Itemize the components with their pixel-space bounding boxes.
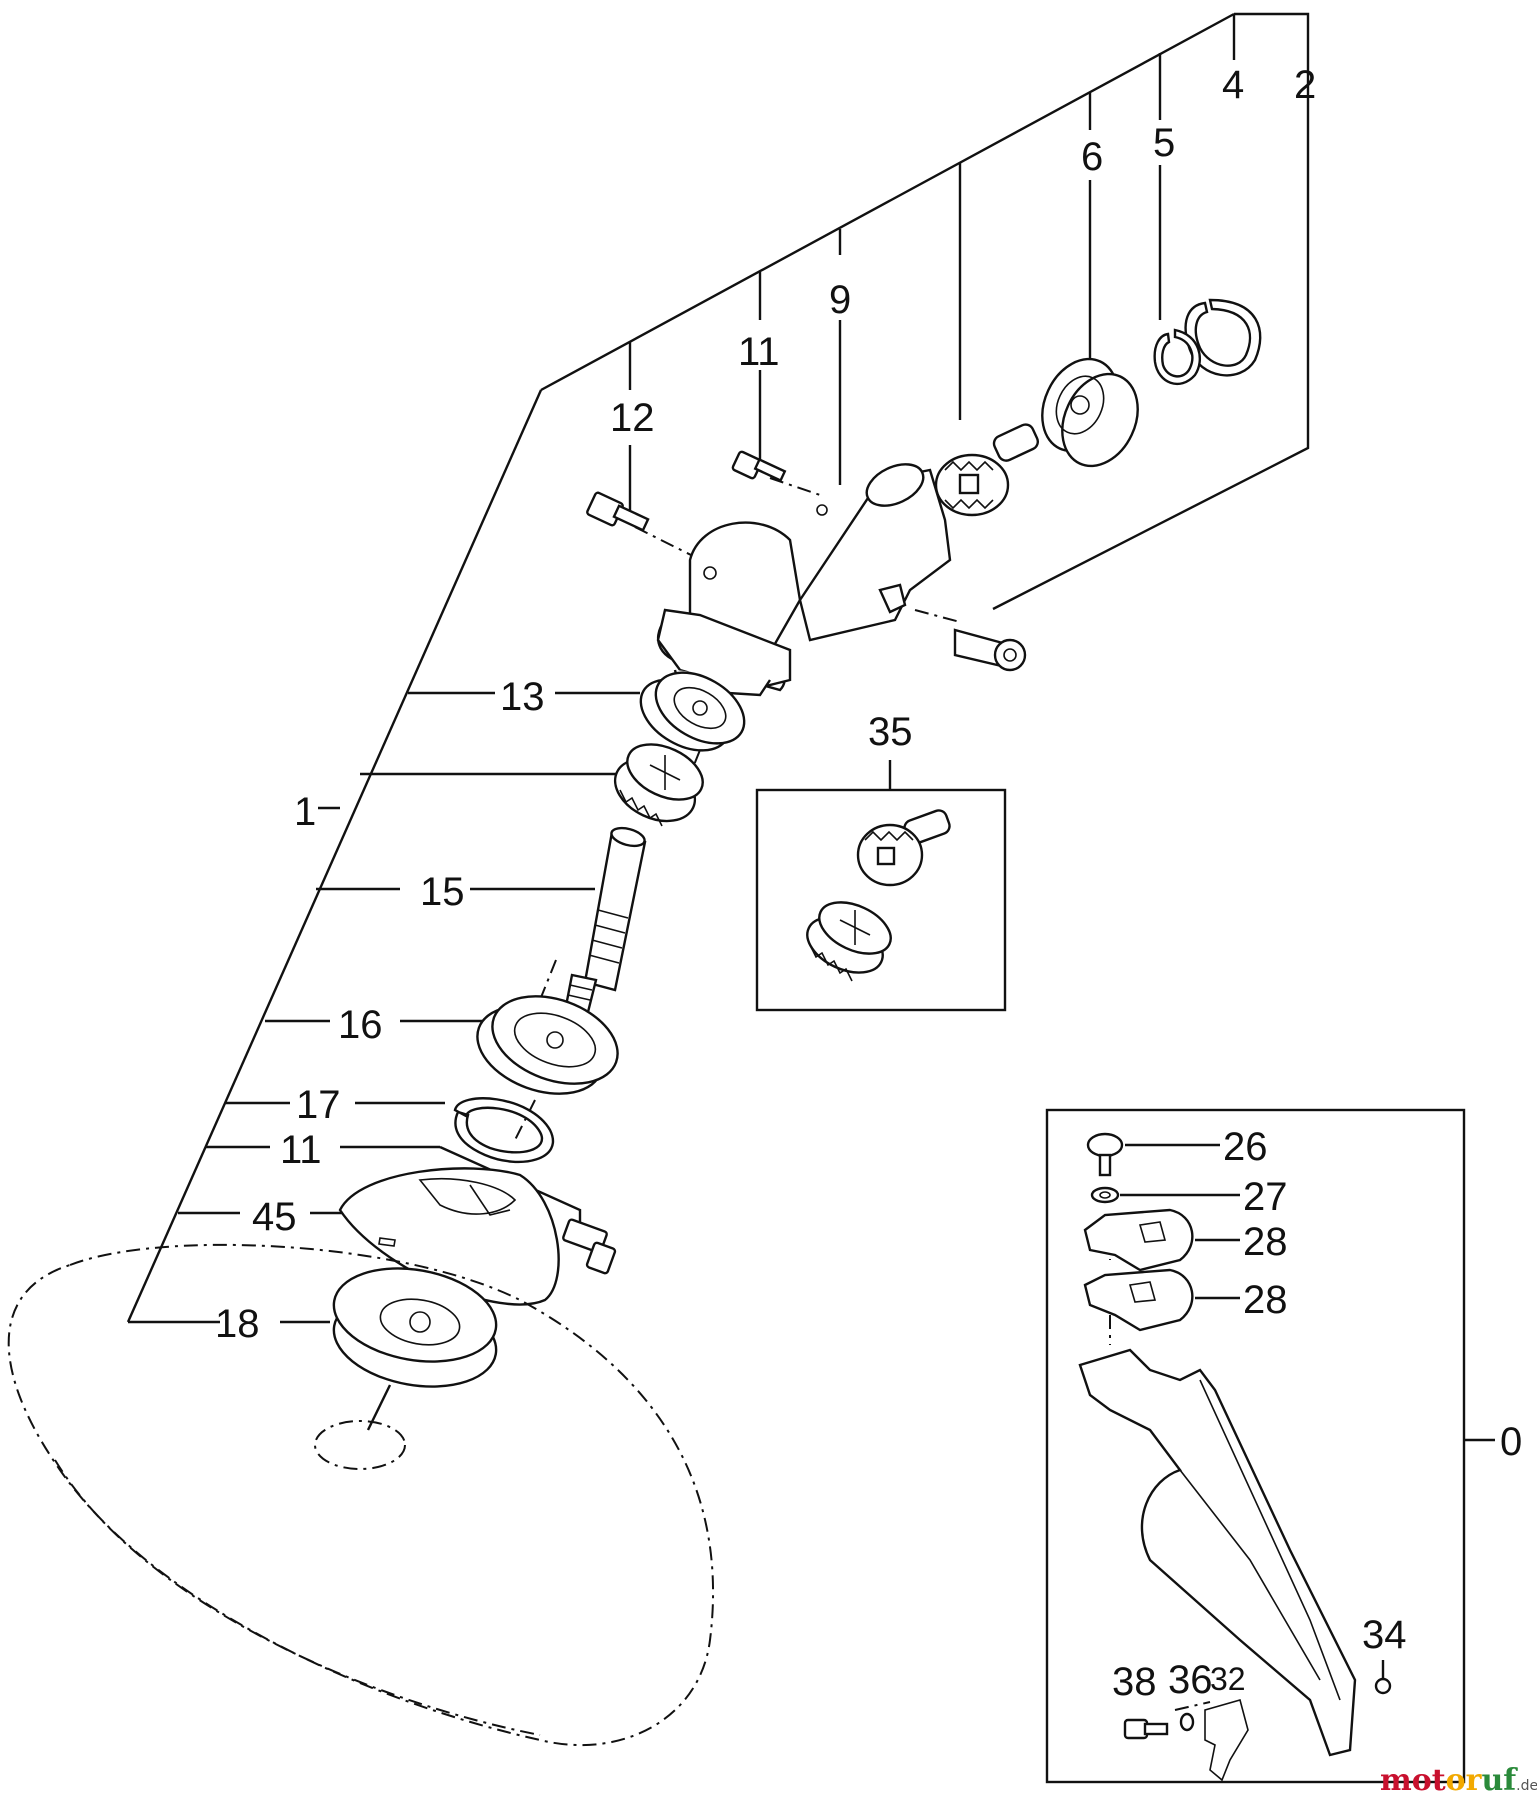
callout-11-top: 11: [738, 330, 780, 374]
bolt-part-11-bottom: [562, 1218, 617, 1275]
callout-15: 15: [420, 870, 465, 914]
callout-2: 2: [1294, 63, 1316, 107]
bolt-part-11-top: [731, 450, 787, 483]
leader-framework: [126, 12, 1310, 1324]
gear-kit-box-35: [755, 760, 1007, 1012]
callout-45: 45: [252, 1195, 297, 1239]
callout-5: 5: [1153, 121, 1175, 165]
callout-13: 13: [500, 675, 545, 719]
bearing-part-16: [476, 995, 619, 1095]
guard-kit-box-0: [1045, 1108, 1495, 1784]
bevel-gear: [613, 743, 704, 827]
svg-text:motoruf.de: motoruf.de: [1380, 1763, 1537, 1798]
callout-4: 4: [1222, 63, 1244, 107]
callout-17: 17: [296, 1083, 341, 1127]
callout-11-bottom: 11: [280, 1128, 322, 1172]
clamp-bolt-part-2: [953, 628, 1027, 672]
callout-16: 16: [338, 1003, 383, 1047]
holder-part-18: [314, 1267, 498, 1470]
pinion-gear: [934, 423, 1040, 517]
callout-18: 18: [215, 1302, 260, 1346]
callout-0: 0: [1500, 1420, 1522, 1464]
shaft-part-15: [564, 826, 647, 1014]
circlip-part-4: [1184, 298, 1262, 377]
bearing-part-13: [639, 671, 746, 752]
watermark-logo: motoruf.de: [1380, 1763, 1537, 1798]
callout-32: 32: [1210, 1661, 1246, 1697]
callout-27: 27: [1243, 1175, 1288, 1219]
callout-34: 34: [1362, 1613, 1407, 1657]
callout-36: 36: [1168, 1658, 1213, 1702]
callout-labels: 2 4 5 6 9 11 12 13 1 15 16 17 11 45 18 3…: [215, 63, 1522, 1704]
callout-28-b: 28: [1243, 1278, 1288, 1322]
callout-12: 12: [610, 396, 655, 440]
callout-6: 6: [1081, 135, 1103, 179]
snap-ring-part-17: [453, 1097, 554, 1163]
callout-28-a: 28: [1243, 1220, 1288, 1264]
circlip-part-5: [1153, 328, 1202, 386]
cutting-disc-outline: [7, 1243, 715, 1747]
cover-plate-part-45: [338, 1167, 560, 1306]
callout-9: 9: [829, 278, 851, 322]
callout-26: 26: [1223, 1125, 1268, 1169]
gear-housing: [656, 463, 952, 697]
callout-1: 1: [294, 790, 316, 834]
bearing-part-6: [1041, 357, 1139, 468]
callout-38: 38: [1112, 1660, 1157, 1704]
callout-35: 35: [868, 710, 913, 754]
bolt-part-12: [586, 491, 650, 532]
